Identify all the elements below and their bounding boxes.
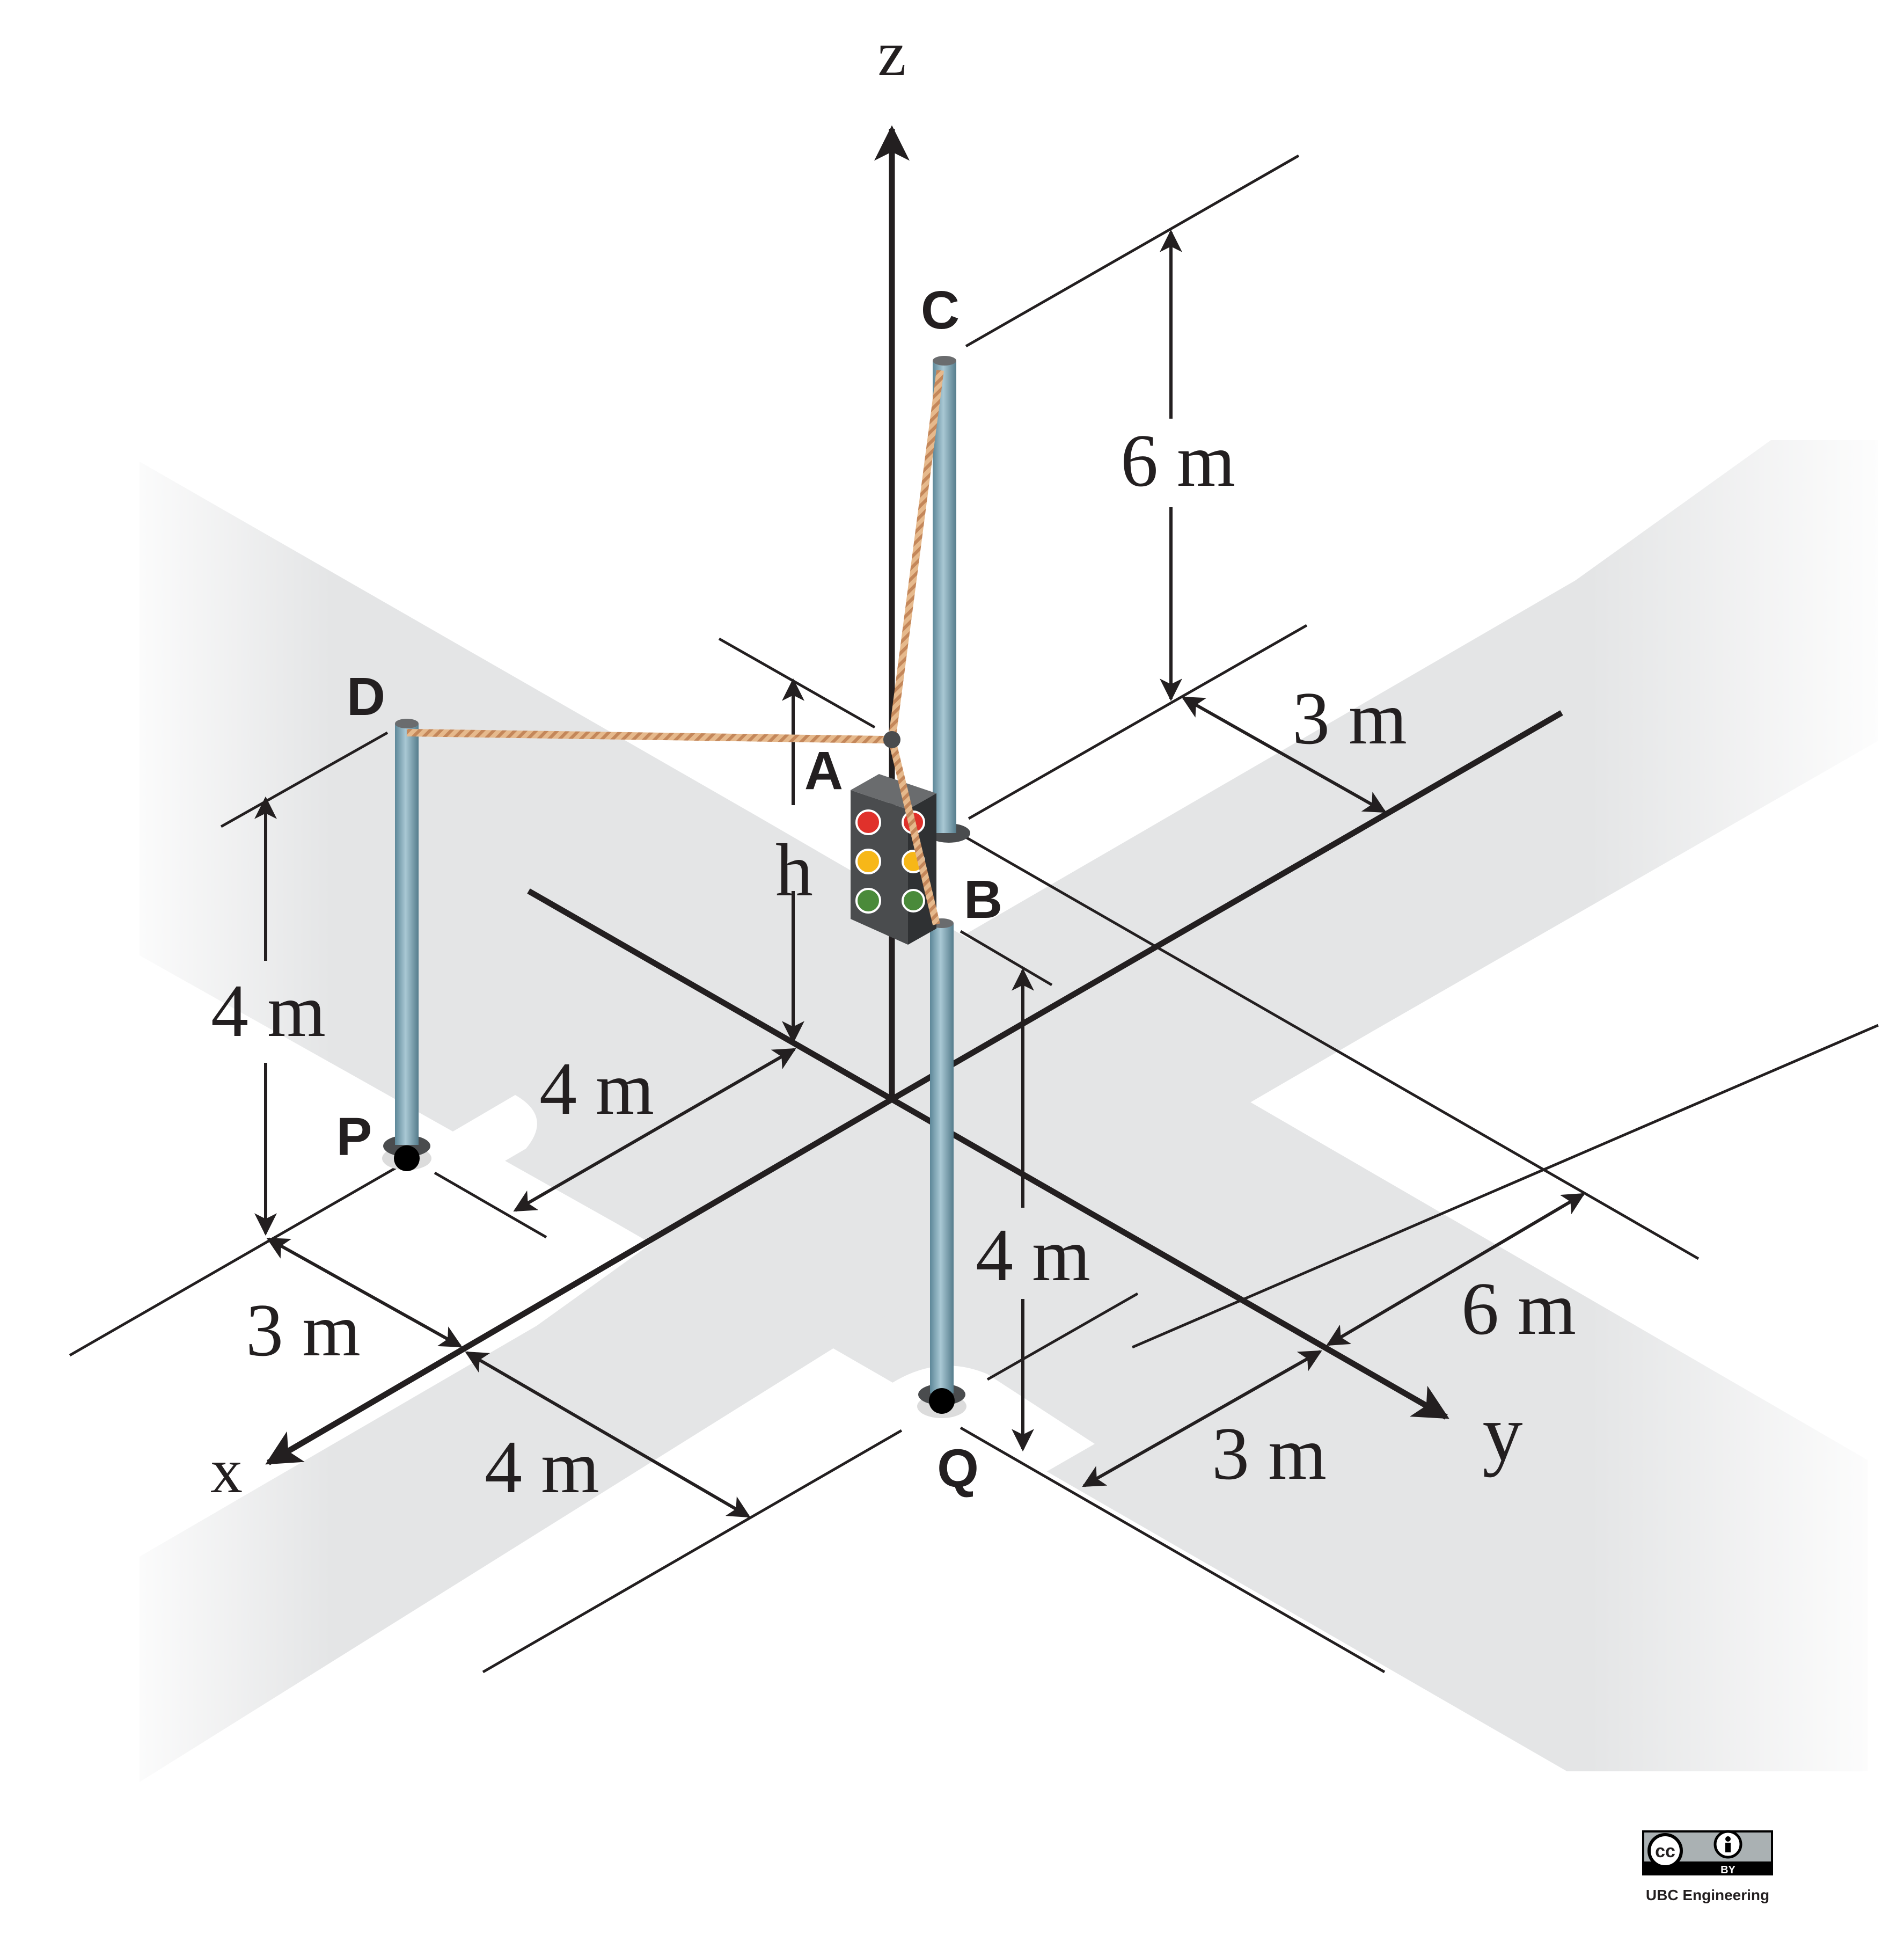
signal-top: [851, 774, 936, 809]
cc-badge-text: cc: [1655, 1841, 1675, 1861]
pole-c: [927, 356, 970, 843]
point-a-marker: [883, 731, 900, 748]
dim-a-offset-x: 4 m: [539, 1047, 654, 1130]
dim-c-height: 6 m: [1121, 419, 1235, 502]
dim-d-height: 4 m: [211, 969, 326, 1053]
rope-ac: [888, 370, 944, 740]
green-light-side: [902, 889, 925, 912]
dim-p-offset-x: 3 m: [246, 1289, 361, 1372]
by-badge-text: BY: [1720, 1864, 1735, 1876]
point-a-label: A: [804, 741, 843, 801]
red-light: [855, 809, 881, 835]
credit-text: UBC Engineering: [1646, 1887, 1769, 1903]
x-axis-label: x: [210, 1435, 243, 1506]
fade-left: [107, 429, 333, 1825]
point-p-marker: [394, 1145, 420, 1171]
rope-ab: [888, 739, 940, 925]
dimension-arrows: [254, 229, 1585, 1518]
dim-x-segment: 4 m: [485, 1426, 599, 1509]
poles: [382, 356, 970, 1418]
dim-c-offset-y: 3 m: [1292, 677, 1407, 760]
road-centerline-upper: [890, 710, 1563, 1102]
point-p-label: P: [336, 1107, 372, 1167]
ropes: [406, 370, 944, 925]
roads: [107, 429, 1904, 1825]
license-badge: cc BY UBC Engineering: [1642, 1830, 1773, 1903]
z-axis-label: z: [877, 18, 906, 89]
extension-lines: [69, 154, 1879, 1674]
point-b-label: B: [964, 870, 1002, 930]
point-q-marker: [929, 1388, 955, 1414]
cc-license-icon: [1647, 1833, 1683, 1868]
y-axis-label: y: [1483, 1389, 1523, 1478]
point-q-label: Q: [937, 1439, 979, 1499]
dim-y-segment: 6 m: [1461, 1267, 1576, 1350]
point-d-label: D: [347, 667, 385, 727]
dim-a-height: h: [775, 829, 813, 912]
road-corner-bottom: [837, 1366, 1095, 1567]
fade-right: [1588, 429, 1904, 1825]
amber-light: [855, 849, 881, 874]
pole-d: [382, 719, 431, 1170]
rope-ad: [406, 729, 885, 743]
dim-b-height: 4 m: [976, 1214, 1090, 1297]
green-light: [855, 888, 881, 914]
y-axis: [527, 888, 1449, 1420]
dim-q-offset-y: 3 m: [1212, 1412, 1327, 1495]
point-c-label: C: [921, 280, 960, 340]
